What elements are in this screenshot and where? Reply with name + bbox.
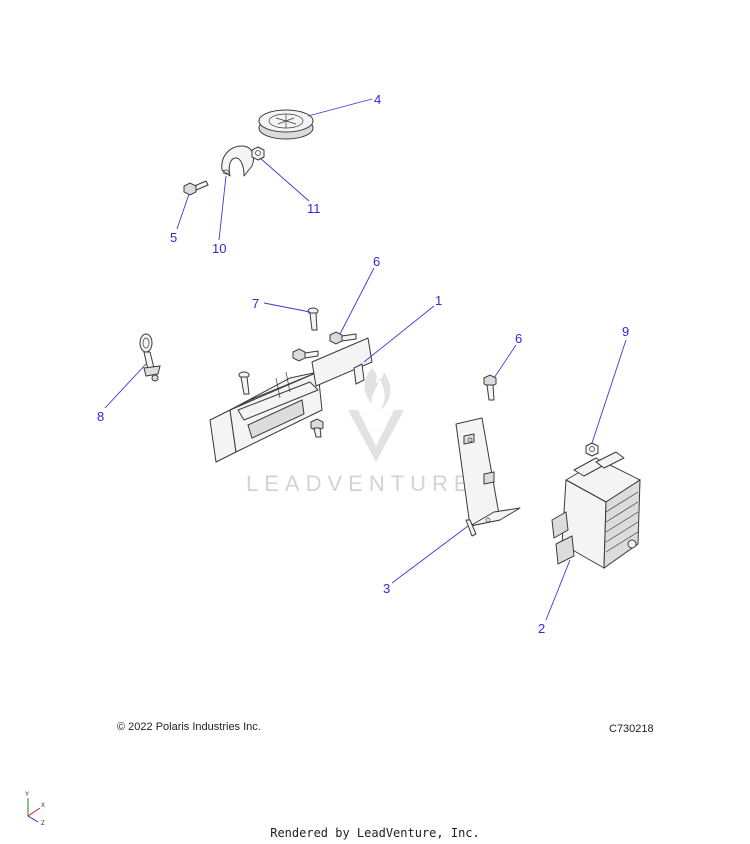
callout-9[interactable]: 9 xyxy=(622,324,629,339)
part-bolt-bracket[interactable] xyxy=(329,331,357,345)
callout-5[interactable]: 5 xyxy=(170,230,177,245)
leader-2 xyxy=(545,559,571,621)
part-bolt-lower[interactable] xyxy=(483,374,497,401)
part-mounting-bracket[interactable] xyxy=(209,337,373,463)
leader-6a xyxy=(339,267,375,335)
part-clamp[interactable] xyxy=(221,145,255,177)
leader-11 xyxy=(259,157,310,202)
part-bolt-mount-a[interactable] xyxy=(292,348,319,362)
callout-7[interactable]: 7 xyxy=(252,296,259,311)
part-screw[interactable] xyxy=(307,307,319,331)
callout-1[interactable]: 1 xyxy=(435,293,442,308)
part-nut-small[interactable] xyxy=(251,146,265,161)
part-bolt-mount-c[interactable] xyxy=(310,418,324,438)
part-clip[interactable] xyxy=(139,333,161,382)
callout-6-lower[interactable]: 6 xyxy=(515,331,522,346)
leader-5 xyxy=(176,193,190,230)
leader-4 xyxy=(307,98,373,117)
callout-3[interactable]: 3 xyxy=(383,581,390,596)
leader-1 xyxy=(363,305,435,363)
leader-9 xyxy=(591,339,627,444)
watermark-text: LEADVENTURE xyxy=(246,471,475,496)
callout-2[interactable]: 2 xyxy=(538,621,545,636)
drawing-number: C730218 xyxy=(609,723,654,735)
axis-y-label: Y xyxy=(25,792,29,798)
leader-6b xyxy=(493,344,517,379)
watermark-chevron-icon xyxy=(348,410,404,462)
part-voltage-regulator[interactable] xyxy=(551,451,641,569)
callout-8[interactable]: 8 xyxy=(97,409,104,424)
leader-3 xyxy=(391,525,469,584)
part-grommet[interactable] xyxy=(258,109,314,140)
callout-10[interactable]: 10 xyxy=(212,241,226,256)
callout-labels: 1 2 3 4 5 6 6 7 8 9 10 11 xyxy=(97,92,629,636)
axis-triad-icon: Y X Z xyxy=(25,792,45,826)
part-bolt-mount-b[interactable] xyxy=(238,371,250,395)
leader-7 xyxy=(263,302,311,313)
rendered-by-credit: Rendered by LeadVenture, Inc. xyxy=(270,826,480,840)
watermark-flame-icon xyxy=(364,368,391,410)
part-bolt-upper[interactable] xyxy=(183,180,209,196)
leader-lines xyxy=(104,98,627,621)
part-nut-regulator[interactable] xyxy=(585,442,599,457)
callout-6-upper[interactable]: 6 xyxy=(373,254,380,269)
leadventure-watermark: LEADVENTURE xyxy=(246,368,475,496)
callout-11[interactable]: 11 xyxy=(307,201,321,216)
callout-4[interactable]: 4 xyxy=(374,92,381,107)
axis-x-label: X xyxy=(41,803,45,809)
copyright-notice: © 2022 Polaris Industries Inc. xyxy=(117,721,261,733)
axis-z-label: Z xyxy=(41,821,45,826)
leader-8 xyxy=(104,363,147,409)
part-l-bracket[interactable] xyxy=(455,417,521,537)
leader-10 xyxy=(218,175,227,241)
